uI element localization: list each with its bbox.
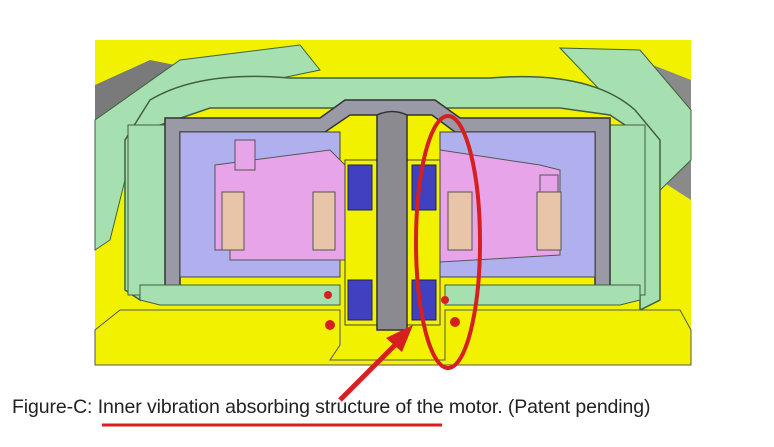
pointer-arrow-head: [386, 325, 413, 352]
damper-dot: [441, 296, 449, 304]
pointer-arrow-line: [338, 338, 402, 402]
green-base: [139, 284, 341, 306]
yellow-mount: [94, 309, 692, 366]
figure-caption: Figure-C: Inner vibration absorbing stru…: [12, 396, 651, 419]
damper-dot: [324, 291, 332, 299]
magnet-right-inner: [447, 191, 473, 251]
highlight-ellipse: [414, 114, 482, 370]
bearing-bottom-left: [347, 279, 373, 321]
magnet-left-outer: [221, 191, 245, 251]
bearing-top-left: [347, 164, 373, 211]
magnet-left-inner: [312, 191, 336, 251]
bearing-bottom-right: [411, 279, 437, 321]
caption-highlight: Inner vibration absorbing structure: [97, 396, 391, 418]
damper-dot: [450, 317, 460, 327]
motor-shaft: [376, 110, 408, 331]
hub-side-right: [604, 124, 646, 296]
caption-prefix: Figure-C:: [12, 396, 98, 418]
caption-suffix: of the motor. (Patent pending): [390, 396, 651, 418]
winding-tab-left: [234, 139, 256, 171]
fan-hub: [124, 75, 661, 312]
damper-dot: [325, 320, 335, 330]
magnet-right-outer: [536, 191, 562, 251]
hub-side-left: [127, 124, 169, 296]
